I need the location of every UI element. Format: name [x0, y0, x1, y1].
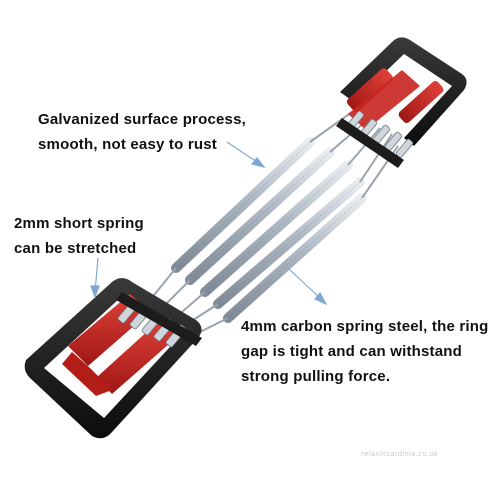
- callout-short-spring: 2mm short spring can be stretched: [14, 211, 144, 261]
- spring-coil-texture: [175, 141, 363, 319]
- callout-line: 2mm short spring: [14, 215, 144, 232]
- watermark: relaxinsardinia.co.uk: [360, 450, 438, 458]
- callout-galvanized-surface: Galvanized surface process, smooth, not …: [38, 107, 246, 157]
- callout-line: strong pulling force.: [241, 368, 391, 385]
- callout-carbon-spring-steel: 4mm carbon spring steel, the ring gap is…: [241, 314, 489, 389]
- top-handle: [336, 37, 467, 168]
- callout-line: 4mm carbon spring steel, the ring: [241, 318, 489, 335]
- callout-line: smooth, not easy to rust: [38, 136, 217, 153]
- callout-line: can be stretched: [14, 240, 137, 257]
- bottom-handle: [24, 278, 202, 439]
- callout-line: gap is tight and can withstand: [241, 343, 463, 360]
- callout-line: Galvanized surface process,: [38, 111, 246, 128]
- long-springs: [171, 137, 367, 323]
